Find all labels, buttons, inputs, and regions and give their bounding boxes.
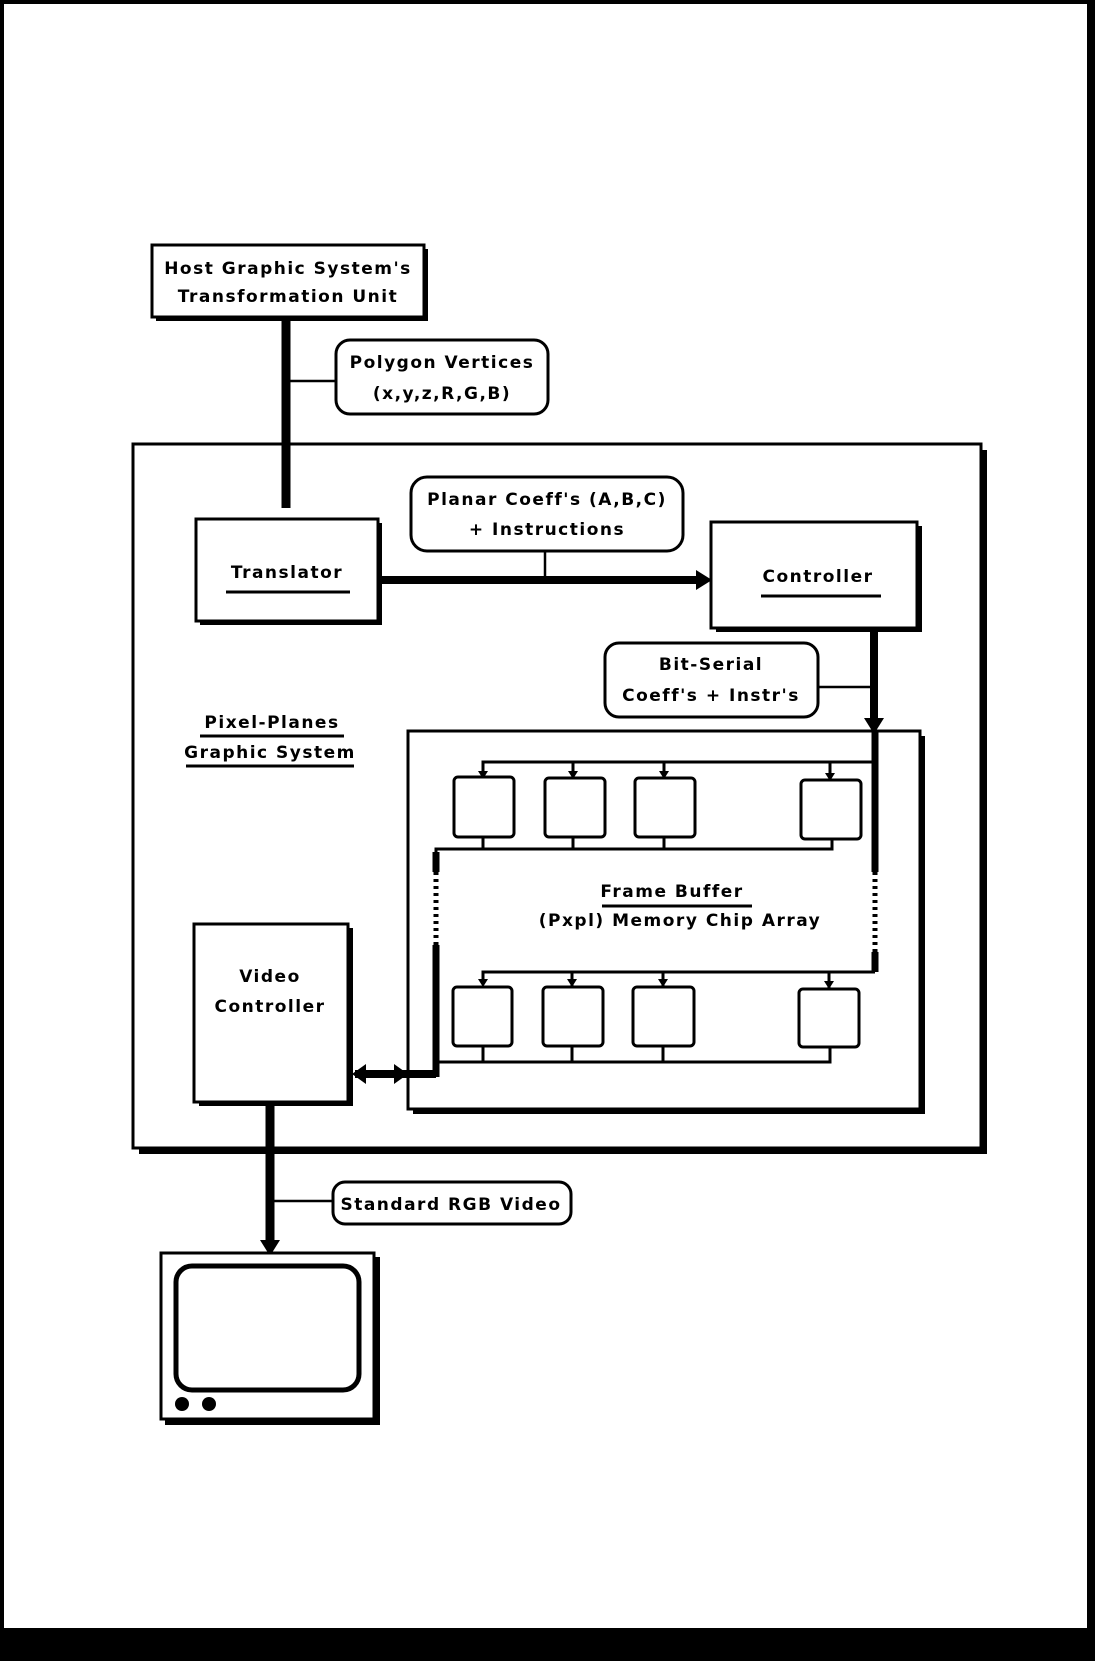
controller-label: Controller	[762, 567, 873, 587]
bit-serial-line1: Bit-Serial	[659, 655, 763, 675]
system-label-line2: Graphic System	[184, 743, 356, 763]
bit-serial-line2: Coeff's + Instr's	[622, 686, 800, 706]
arrow-into-controller-icon	[696, 570, 712, 590]
monitor-screen	[173, 1263, 362, 1393]
memory-chip	[631, 972, 696, 1062]
diagram-page: Host Graphic System's Transformation Uni…	[4, 4, 1087, 1628]
host-transformation-unit: Host Graphic System's Transformation Uni…	[150, 243, 428, 321]
planar-coeffs-line1: Planar Coeff's (A,B,C)	[427, 490, 667, 510]
memory-chip	[799, 762, 863, 841]
top-chip-row	[452, 762, 863, 849]
pixel-planes-diagram: Host Graphic System's Transformation Uni…	[131, 243, 987, 1425]
polygon-vertices-callout: Polygon Vertices (x,y,z,R,G,B)	[334, 338, 550, 416]
video-controller-block: Video Controller	[192, 922, 353, 1106]
top-row-output-bus	[434, 838, 834, 853]
bottom-chip-row	[451, 972, 861, 1062]
bottom-row-output-bus	[436, 1048, 832, 1064]
arrow-into-framebuffer-bus-icon	[394, 1064, 408, 1084]
polygon-vertices-line2: (x,y,z,R,G,B)	[373, 384, 511, 404]
rgb-video-label: Standard RGB Video	[340, 1195, 561, 1215]
pixel-planes-system-label: Pixel-Planes Graphic System	[184, 713, 356, 768]
translator-block: Translator	[194, 517, 382, 625]
memory-chip	[451, 979, 514, 1062]
video-controller-line2: Controller	[214, 997, 325, 1017]
monitor-icon	[159, 1251, 380, 1425]
frame-buffer-title: Frame Buffer	[600, 882, 743, 902]
bit-serial-callout: Bit-Serial Coeff's + Instr's	[603, 641, 820, 719]
host-unit-line2: Transformation Unit	[178, 287, 398, 307]
arrow-into-monitor-icon	[260, 1240, 280, 1256]
monitor-knob-icon	[175, 1397, 189, 1411]
system-label-line1: Pixel-Planes	[204, 713, 339, 733]
planar-coeffs-line2: + Instructions	[469, 520, 625, 540]
arrow-into-video-controller-icon	[352, 1064, 366, 1084]
memory-chip	[452, 762, 516, 849]
translator-label: Translator	[231, 563, 343, 583]
monitor-knob-icon	[202, 1397, 216, 1411]
memory-chip	[633, 762, 697, 849]
planar-coeffs-callout: Planar Coeff's (A,B,C) + Instructions	[409, 475, 685, 553]
polygon-vertices-line1: Polygon Vertices	[350, 353, 535, 373]
memory-chip	[797, 972, 861, 1049]
video-controller-line1: Video	[239, 967, 301, 987]
frame-buffer-subtitle: (Pxpl) Memory Chip Array	[539, 911, 822, 931]
bottom-row-input-bus	[481, 970, 875, 982]
rgb-video-callout: Standard RGB Video	[331, 1180, 573, 1226]
memory-chip	[541, 972, 605, 1062]
arrow-into-framebuffer-icon	[864, 718, 884, 734]
memory-chip	[543, 762, 607, 849]
host-unit-line1: Host Graphic System's	[164, 259, 412, 279]
controller-block: Controller	[709, 520, 922, 632]
